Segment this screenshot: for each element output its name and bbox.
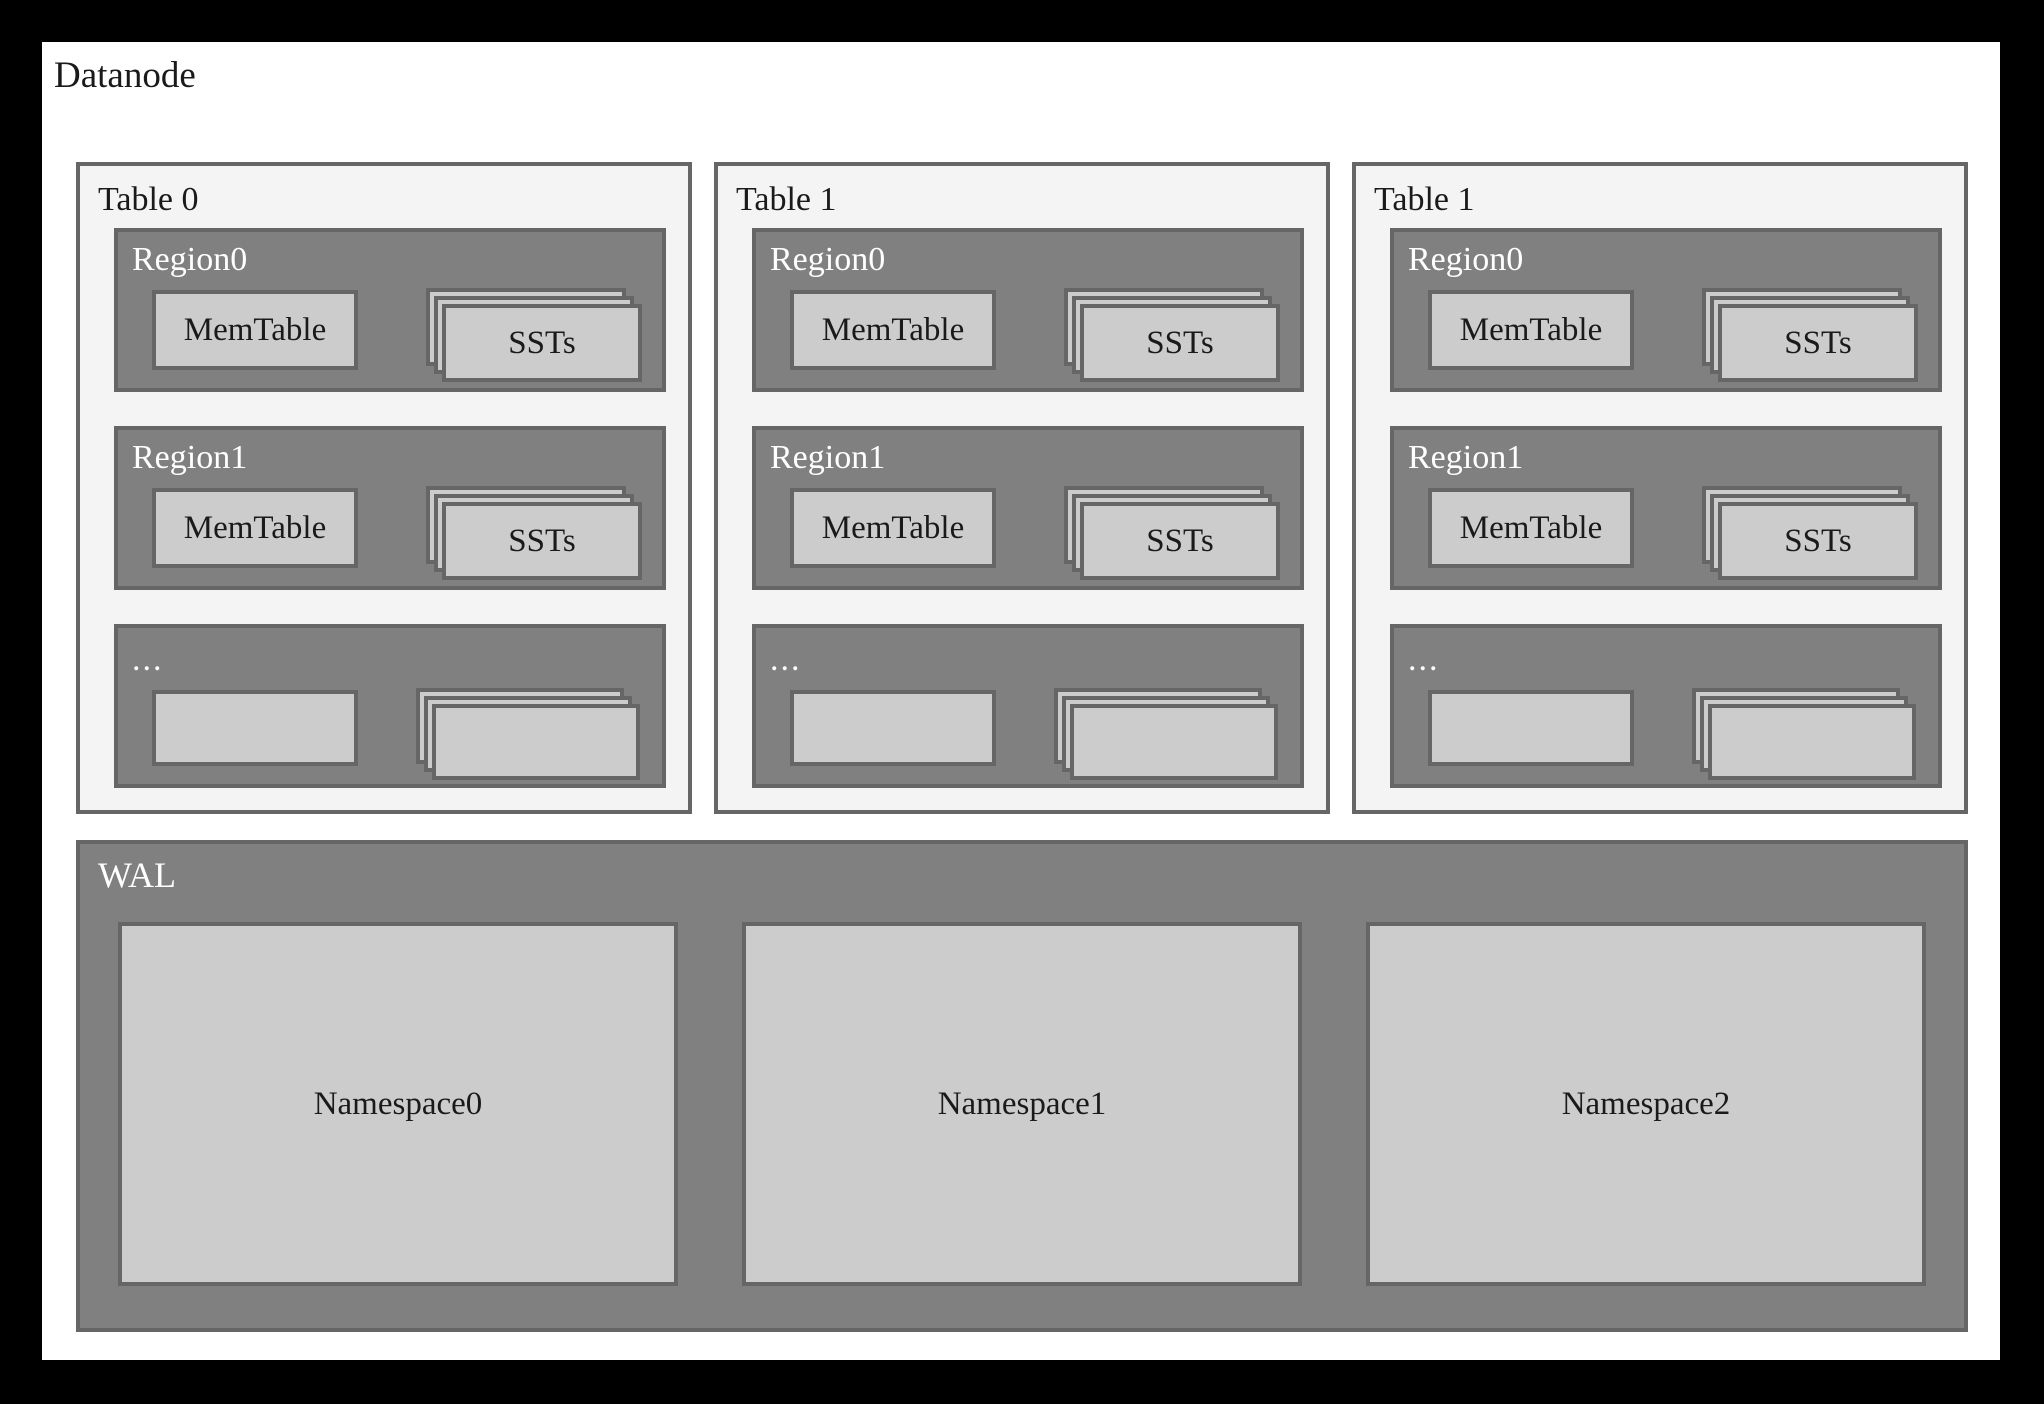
region-container-2-0[interactable]: Region0 MemTable SSTs: [1390, 228, 1942, 392]
region-container-2-1[interactable]: Region1 MemTable SSTs: [1390, 426, 1942, 590]
region-label-0-0: Region0: [132, 241, 248, 278]
region-contents-1-0: MemTable SSTs: [790, 288, 1280, 382]
namespace-box-1[interactable]: Namespace1: [742, 922, 1302, 1286]
sst-stack-0-2[interactable]: [416, 688, 642, 782]
region-container-1-1[interactable]: Region1 MemTable SSTs: [752, 426, 1304, 590]
sst-sheet-front: SSTs: [1080, 304, 1280, 382]
sst-stack-2-1[interactable]: SSTs: [1702, 486, 1918, 582]
region-contents-0-2: [152, 688, 642, 780]
region-label-1-0: Region0: [770, 241, 886, 278]
region-label-0-1: Region1: [132, 439, 248, 476]
region-container-0-2[interactable]: ...: [114, 624, 666, 788]
sst-stack-0-0[interactable]: SSTs: [426, 288, 642, 384]
regions-list-0: Region0 MemTable SSTs Region1 MemTable: [114, 228, 666, 788]
sst-sheet-front: SSTs: [442, 502, 642, 580]
sst-stack-1-0[interactable]: SSTs: [1064, 288, 1280, 384]
sst-sheet-front: SSTs: [442, 304, 642, 382]
sst-sheet-front: SSTs: [1718, 304, 1918, 382]
wal-namespaces-row: Namespace0 Namespace1 Namespace2: [118, 922, 1926, 1286]
memtable-box-0-2[interactable]: [152, 690, 358, 766]
table-label-1: Table 1: [736, 181, 837, 218]
regions-list-2: Region0 MemTable SSTs Region1 MemTable: [1390, 228, 1942, 788]
region-contents-1-1: MemTable SSTs: [790, 486, 1280, 580]
region-label-2-0: Region0: [1408, 241, 1524, 278]
table-container-0[interactable]: Table 0 Region0 MemTable SSTs Region1: [76, 162, 692, 814]
sst-sheet-front: [432, 704, 640, 780]
sst-sheet-front: [1070, 704, 1278, 780]
memtable-box-1-2[interactable]: [790, 690, 996, 766]
table-container-2[interactable]: Table 1 Region0 MemTable SSTs Region1: [1352, 162, 1968, 814]
sst-stack-1-1[interactable]: SSTs: [1064, 486, 1280, 582]
table-label-2: Table 1: [1374, 181, 1475, 218]
region-label-2-2: ...: [1408, 641, 1440, 678]
region-contents-2-0: MemTable SSTs: [1428, 288, 1918, 382]
region-label-0-2: ...: [132, 641, 164, 678]
memtable-box-2-2[interactable]: [1428, 690, 1634, 766]
region-label-1-2: ...: [770, 641, 802, 678]
region-container-0-1[interactable]: Region1 MemTable SSTs: [114, 426, 666, 590]
region-container-1-2[interactable]: ...: [752, 624, 1304, 788]
memtable-box-2-1[interactable]: MemTable: [1428, 488, 1634, 568]
memtable-box-0-1[interactable]: MemTable: [152, 488, 358, 568]
region-contents-0-1: MemTable SSTs: [152, 486, 642, 580]
sst-stack-1-2[interactable]: [1054, 688, 1280, 782]
region-contents-0-0: MemTable SSTs: [152, 288, 642, 382]
datanode-canvas: Datanode Table 0 Region0 MemTable SSTs: [42, 42, 2000, 1360]
region-container-1-0[interactable]: Region0 MemTable SSTs: [752, 228, 1304, 392]
sst-sheet-front: SSTs: [1718, 502, 1918, 580]
namespace-box-2[interactable]: Namespace2: [1366, 922, 1926, 1286]
memtable-box-1-1[interactable]: MemTable: [790, 488, 996, 568]
sst-sheet-front: [1708, 704, 1916, 780]
region-label-1-1: Region1: [770, 439, 886, 476]
region-contents-2-2: [1428, 688, 1918, 780]
sst-stack-2-0[interactable]: SSTs: [1702, 288, 1918, 384]
region-contents-1-2: [790, 688, 1280, 780]
region-container-0-0[interactable]: Region0 MemTable SSTs: [114, 228, 666, 392]
region-container-2-2[interactable]: ...: [1390, 624, 1942, 788]
wal-label: WAL: [98, 855, 176, 895]
regions-list-1: Region0 MemTable SSTs Region1 MemTable: [752, 228, 1304, 788]
sst-sheet-front: SSTs: [1080, 502, 1280, 580]
memtable-box-0-0[interactable]: MemTable: [152, 290, 358, 370]
wal-container[interactable]: WAL Namespace0 Namespace1 Namespace2: [76, 840, 1968, 1332]
table-label-0: Table 0: [98, 181, 199, 218]
sst-stack-2-2[interactable]: [1692, 688, 1918, 782]
sst-stack-0-1[interactable]: SSTs: [426, 486, 642, 582]
region-contents-2-1: MemTable SSTs: [1428, 486, 1918, 580]
memtable-box-2-0[interactable]: MemTable: [1428, 290, 1634, 370]
region-label-2-1: Region1: [1408, 439, 1524, 476]
tables-row: Table 0 Region0 MemTable SSTs Region1: [76, 162, 1968, 814]
namespace-box-0[interactable]: Namespace0: [118, 922, 678, 1286]
memtable-box-1-0[interactable]: MemTable: [790, 290, 996, 370]
page-title: Datanode: [54, 55, 196, 96]
table-container-1[interactable]: Table 1 Region0 MemTable SSTs Region1: [714, 162, 1330, 814]
